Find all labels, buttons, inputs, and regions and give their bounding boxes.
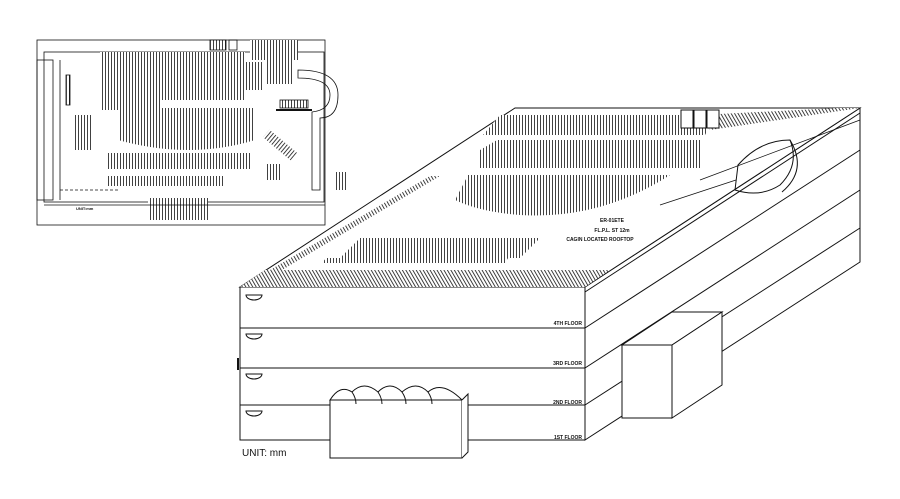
iso-stair-mark-1 — [245, 410, 263, 417]
iso-unit-label: UNIT: mm — [242, 448, 286, 459]
plan-stage — [279, 99, 309, 109]
plan-right-strip — [266, 58, 292, 84]
plan-left-corridor — [36, 59, 54, 201]
iso-stair-mark-4 — [245, 294, 263, 301]
plan-top-box-2 — [228, 39, 238, 51]
iso-roof-bar-1 — [340, 238, 540, 258]
iso-roof-central-hatch — [480, 140, 700, 168]
iso-stair-mark-3 — [245, 333, 263, 340]
iso-roof-note-3: CAGIN LOCATED ROOFTOP — [566, 237, 634, 243]
floor-label-1: 1ST FLOOR — [554, 435, 582, 441]
plan-diagonal-bar — [262, 129, 298, 161]
iso-roof-left-hatch — [270, 176, 440, 270]
iso-roof-front-hatch — [240, 270, 610, 287]
floor-label-4: 4TH FLOOR — [554, 321, 583, 327]
iso-roof-top-hatch — [483, 115, 715, 135]
plan-small-block — [266, 164, 280, 180]
plan-top-box-1 — [209, 39, 227, 51]
iso-roof-box-3 — [706, 109, 720, 129]
plan-middle-band — [75, 115, 91, 150]
plan-top-right-block — [250, 40, 298, 60]
iso-roof-note-1: ER-01ETE — [600, 218, 625, 224]
plan-lower-bar-1 — [106, 153, 250, 169]
plan-unit-label: UNIT:mm — [76, 206, 94, 211]
plan-round-drum — [297, 69, 339, 191]
floor-label-2: 2ND FLOOR — [553, 400, 582, 406]
isometric-building — [237, 107, 862, 459]
iso-roof-drum — [734, 139, 794, 194]
floor-plan — [36, 39, 348, 226]
iso-roof-band-hatch — [700, 108, 860, 130]
plan-bottom-hatch — [148, 198, 208, 220]
plan-stair-marks — [65, 74, 71, 106]
plan-curved-seating — [118, 108, 255, 150]
iso-roof-curved-seating — [455, 175, 670, 216]
iso-roof-note-2: FL.P.L. ST 12m — [594, 228, 630, 234]
floor-label-3: 3RD FLOOR — [553, 361, 582, 367]
iso-roof-box-1 — [680, 109, 694, 129]
iso-roof-bar-2 — [322, 258, 508, 263]
iso-stair-mark-2 — [245, 373, 263, 380]
iso-roof-box-2 — [693, 109, 707, 129]
plan-main-hatch — [100, 52, 262, 110]
iso-entrance-canopy — [329, 385, 469, 459]
plan-lower-bar-2 — [106, 176, 224, 186]
iso-side-annex — [620, 311, 724, 419]
